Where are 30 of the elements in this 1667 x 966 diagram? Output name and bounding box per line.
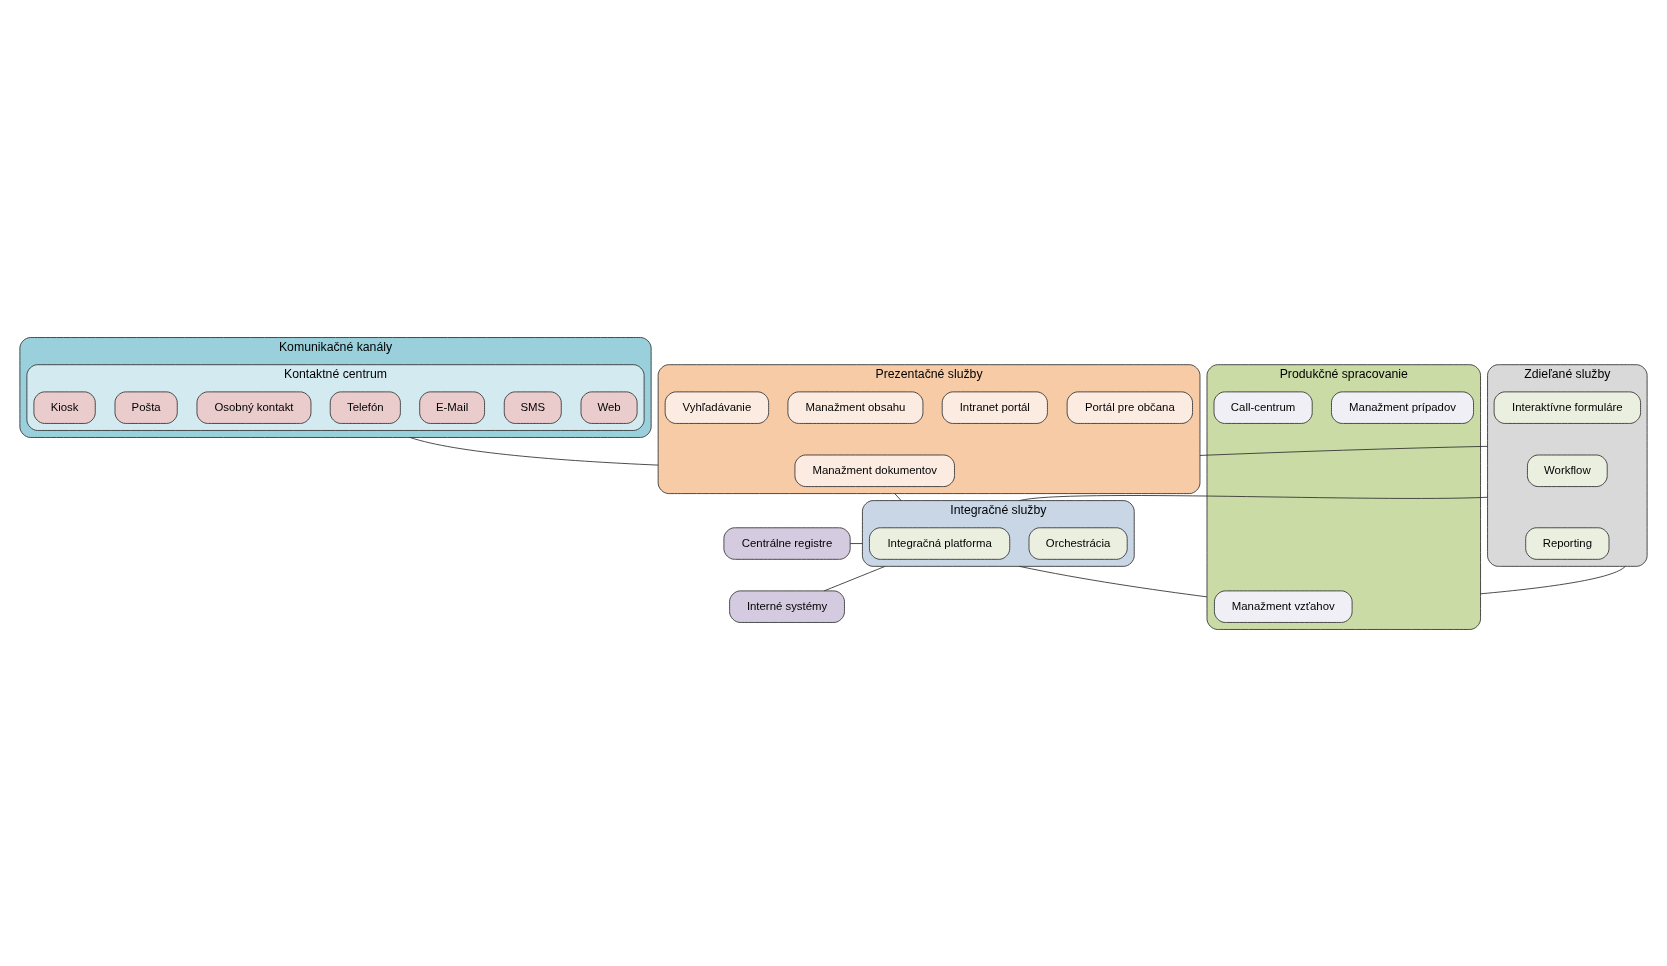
node-box: Portál pre občana <box>1066 390 1193 424</box>
connector <box>1480 565 1626 594</box>
node-box: Osobný kontakt <box>196 390 312 424</box>
node-box: Vyhľadávanie <box>664 390 770 424</box>
node-box: SMS <box>503 390 562 424</box>
connector <box>1018 565 1208 597</box>
connector <box>409 436 659 466</box>
node-box: E-Mail <box>419 390 485 424</box>
node-box: Telefón <box>329 390 401 424</box>
connector <box>823 565 886 591</box>
node-box: Web <box>580 390 638 424</box>
connector <box>1199 445 1488 456</box>
node-box: Manažment obsahu <box>787 390 924 424</box>
node-box: Centrálne registre <box>723 526 851 560</box>
node-box: Reporting <box>1525 526 1610 560</box>
connector <box>1018 494 1488 501</box>
node-box: Manažment dokumentov <box>794 454 955 487</box>
node-box: Intranet portál <box>941 390 1048 424</box>
node-box: Manažment prípadov <box>1331 390 1474 424</box>
node-box: Integračná platforma <box>869 526 1011 560</box>
node-box: Interaktívne formuláre <box>1493 390 1641 424</box>
connector <box>894 492 902 501</box>
node-box: Manažment vzťahov <box>1214 589 1353 623</box>
node-box: Workflow <box>1527 454 1608 487</box>
node-box: Pošta <box>114 390 178 424</box>
node-box: Kiosk <box>33 390 96 424</box>
node-box: Call-centrum <box>1213 390 1313 424</box>
node-box: Interné systémy <box>729 589 845 623</box>
connector <box>849 542 863 544</box>
node-box: Orchestrácia <box>1028 526 1128 560</box>
